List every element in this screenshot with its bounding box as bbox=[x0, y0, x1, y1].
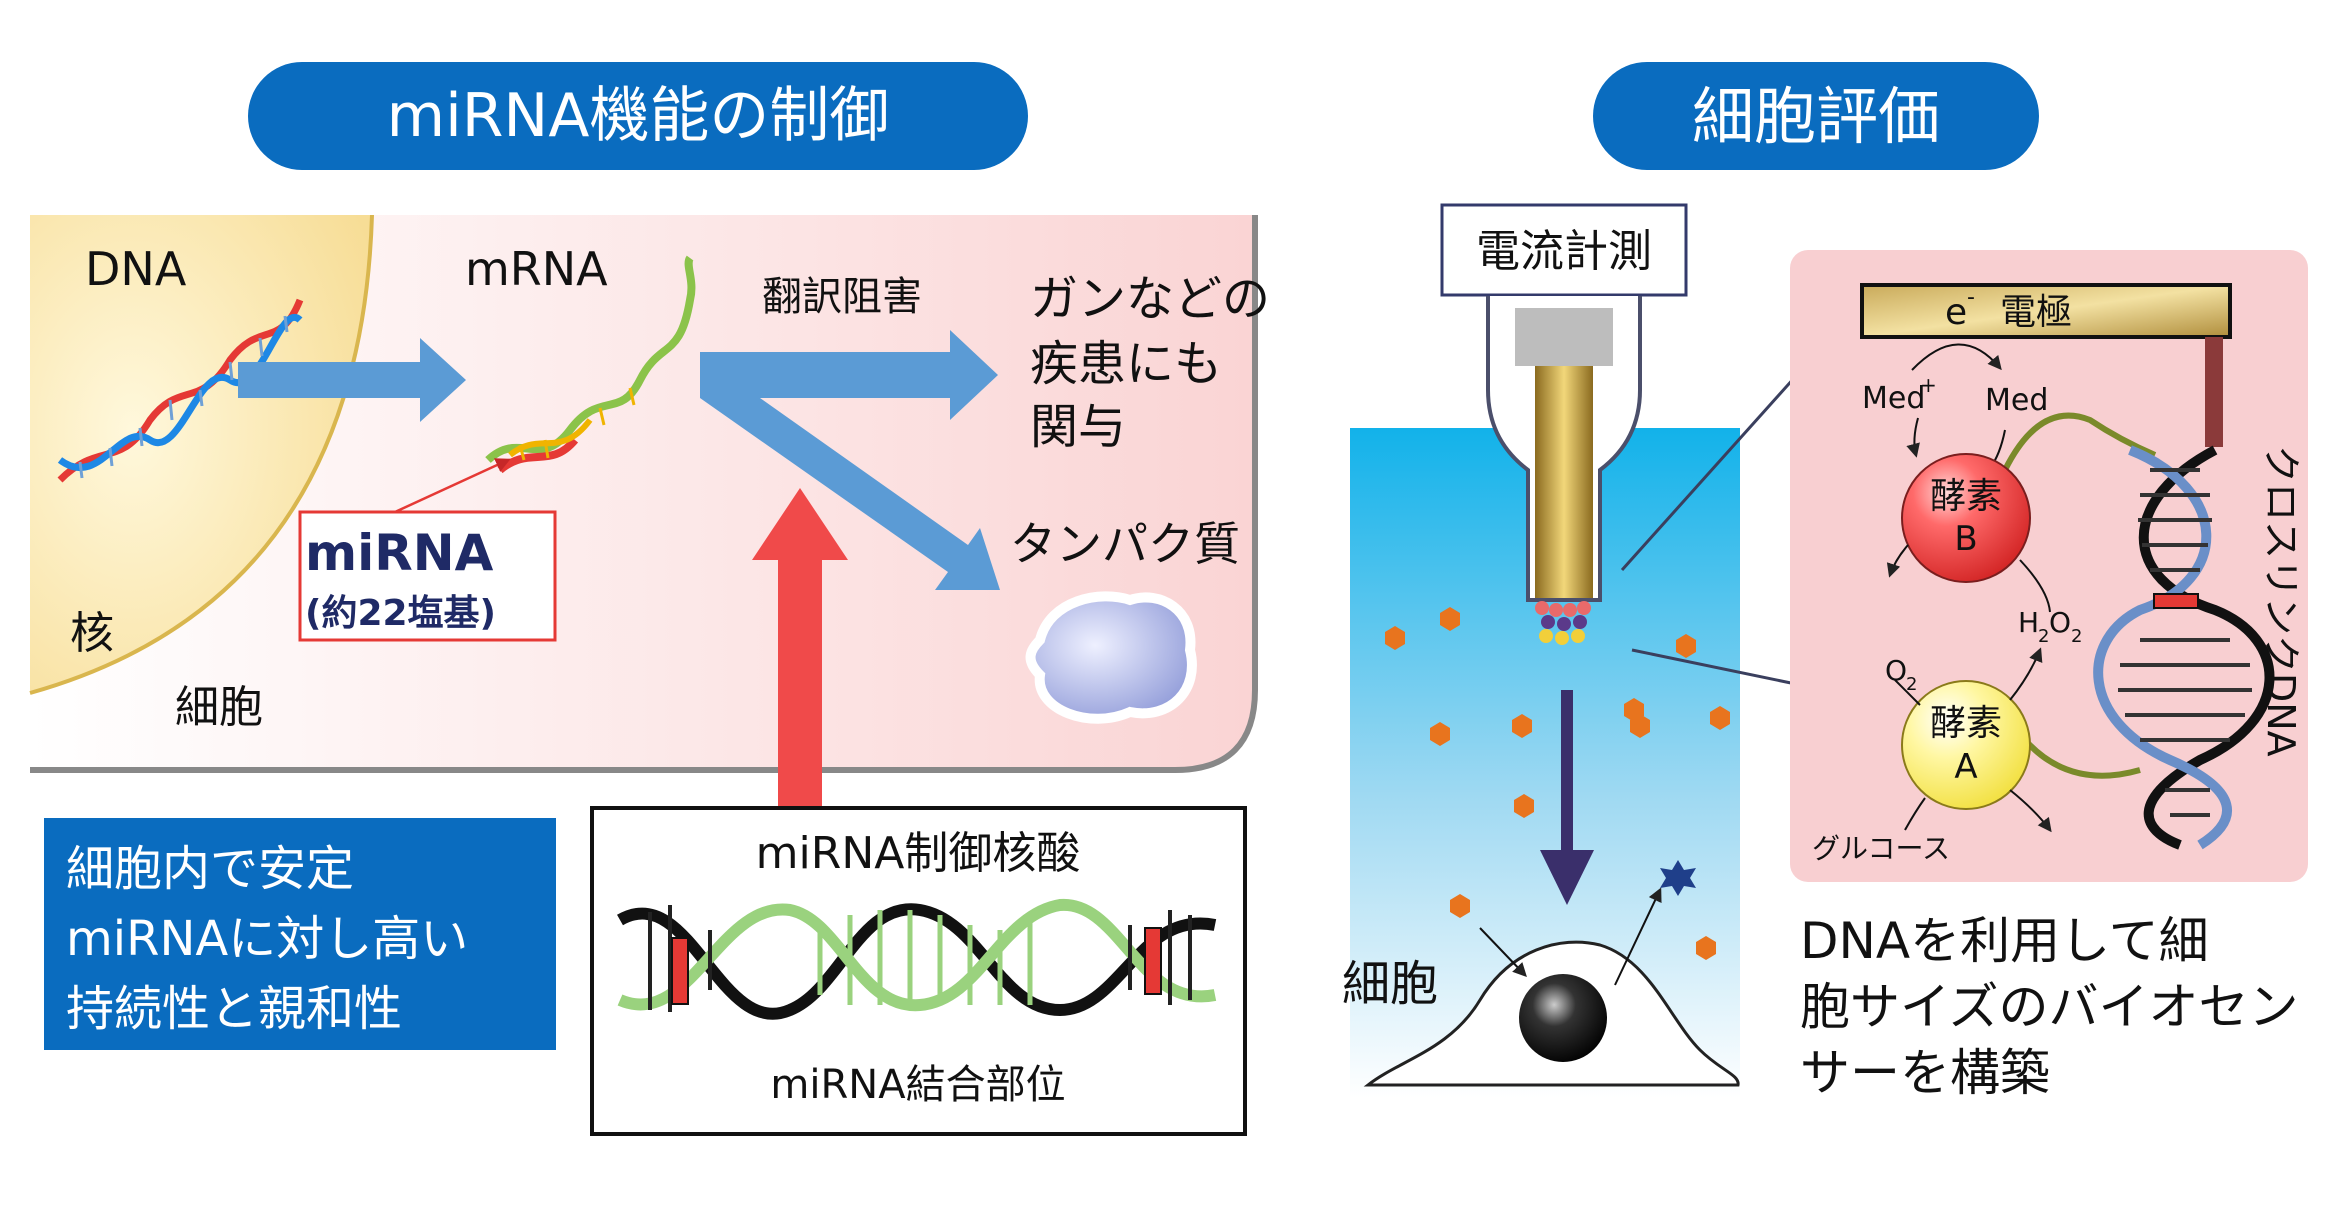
probe-holder bbox=[1515, 308, 1613, 366]
enzyme-a-line2: A bbox=[1954, 747, 1977, 787]
arrow-control-up bbox=[752, 488, 848, 815]
translation-inhibition-label: 翻訳阻害 bbox=[762, 274, 922, 320]
crosslink-dna-label: クロスリンクDNA bbox=[2259, 445, 2303, 757]
mirna-label-box bbox=[298, 510, 557, 642]
right-title-pill bbox=[1593, 62, 2039, 170]
electrode-e-sup: - bbox=[1967, 285, 1975, 310]
caption-line1: DNAを利用して細 bbox=[1800, 912, 2209, 970]
info-box bbox=[44, 818, 556, 1050]
protein-label: タンパク質 bbox=[1010, 517, 1240, 571]
h2o2-sub1: 2 bbox=[2038, 626, 2049, 647]
enzyme-a-arrow-out bbox=[2009, 789, 2052, 833]
measurement-box bbox=[1440, 203, 1688, 297]
info-box-line3: 持続性と親和性 bbox=[66, 981, 402, 1037]
o2-sub: 2 bbox=[1906, 674, 1917, 695]
h2o2-sub2: 2 bbox=[2071, 626, 2082, 647]
o2-in-arrow bbox=[1894, 679, 1921, 706]
enzyme-b-line2: B bbox=[1954, 519, 1977, 559]
mirna-pointer-line bbox=[394, 458, 511, 514]
arrow-translation-branches bbox=[700, 330, 1000, 590]
o2-label: O bbox=[1885, 654, 1907, 687]
probe-tip-beads bbox=[1535, 601, 1591, 645]
h2o2-out-arrow bbox=[2009, 647, 2043, 701]
med-label: Med bbox=[1985, 383, 2048, 418]
info-box-line1: 細胞内で安定 bbox=[66, 841, 354, 897]
med-plus-sup: + bbox=[1920, 373, 1937, 397]
down-arrow bbox=[1540, 690, 1594, 905]
disease-label-line1: ガンなどの bbox=[1030, 271, 1270, 327]
glucose-label: グルコース bbox=[1812, 832, 1950, 865]
enzyme-b-line1: 酵素 bbox=[1930, 476, 2002, 517]
info-box-line2: miRNAに対し高い bbox=[66, 911, 468, 967]
electrode-e: e bbox=[1945, 292, 1967, 333]
zoom-line-bottom bbox=[1631, 648, 1816, 690]
arrow-dna-to-mrna bbox=[238, 338, 466, 422]
measurement-label: 電流計測 bbox=[1476, 226, 1652, 277]
glucose-in-arrow bbox=[1904, 797, 1926, 831]
left-title: miRNA機能の制御 bbox=[387, 81, 890, 151]
control-box-bottom-label: miRNA結合部位 bbox=[770, 1062, 1065, 1108]
cell-label-left: 細胞 bbox=[175, 682, 263, 733]
linker-b bbox=[2002, 412, 2157, 472]
h2o2-in-arrow bbox=[2019, 559, 2051, 613]
cell-nucleus bbox=[1519, 974, 1607, 1062]
enzyme-b bbox=[1901, 453, 2031, 583]
probe-gold-wire bbox=[1535, 366, 1593, 598]
caption-line2: 胞サイズのバイオセン bbox=[1800, 978, 2299, 1036]
crosslink-dna-helix bbox=[2093, 445, 2275, 850]
h2o2-o: O bbox=[2049, 606, 2071, 639]
disease-label-line2: 疾患にも bbox=[1030, 336, 1222, 392]
release-arrow bbox=[1614, 887, 1662, 986]
caption-line3: サーを構築 bbox=[1800, 1044, 2050, 1102]
med-plus-label: Med bbox=[1862, 381, 1925, 416]
dna-helix bbox=[57, 298, 304, 483]
electrode-bar bbox=[1860, 283, 2232, 339]
control-helix bbox=[617, 898, 1217, 1020]
med-oxidation-arrow bbox=[1911, 343, 2002, 371]
enzyme-a bbox=[1901, 680, 2031, 810]
cell-membrane bbox=[30, 215, 1258, 773]
nucleus bbox=[30, 215, 372, 693]
right-title: 細胞評価 bbox=[1692, 80, 1940, 153]
nucleus-label: 核 bbox=[70, 608, 114, 659]
release-molecule bbox=[1660, 860, 1696, 896]
mirna-label: miRNA bbox=[305, 524, 494, 582]
enzyme-a-line1: 酵素 bbox=[1930, 703, 2002, 744]
protein-shape bbox=[1025, 591, 1197, 724]
electrode-tether bbox=[2205, 337, 2223, 447]
sensor-detail-panel bbox=[1790, 250, 2308, 882]
enzyme-b-arrow-out bbox=[1886, 544, 1909, 578]
nucleus-border bbox=[29, 214, 374, 695]
h2o2-h: H bbox=[2018, 606, 2039, 639]
med-arrow-down bbox=[1906, 417, 1920, 458]
electrode-label: 電極 bbox=[2000, 292, 2072, 333]
dna-label: DNA bbox=[85, 242, 187, 296]
linker-a bbox=[2022, 737, 2141, 779]
mirna-bases-label: (約22塩基) bbox=[305, 593, 496, 634]
analyte-hexagons bbox=[1385, 607, 1730, 960]
mrna-label: mRNA bbox=[465, 242, 608, 296]
disease-label-line3: 関与 bbox=[1030, 399, 1126, 455]
cell-label-right: 細胞 bbox=[1342, 956, 1438, 1012]
left-title-pill bbox=[248, 62, 1028, 170]
control-box-top-label: miRNA制御核酸 bbox=[756, 828, 1081, 879]
uptake-arrow bbox=[1479, 927, 1527, 978]
